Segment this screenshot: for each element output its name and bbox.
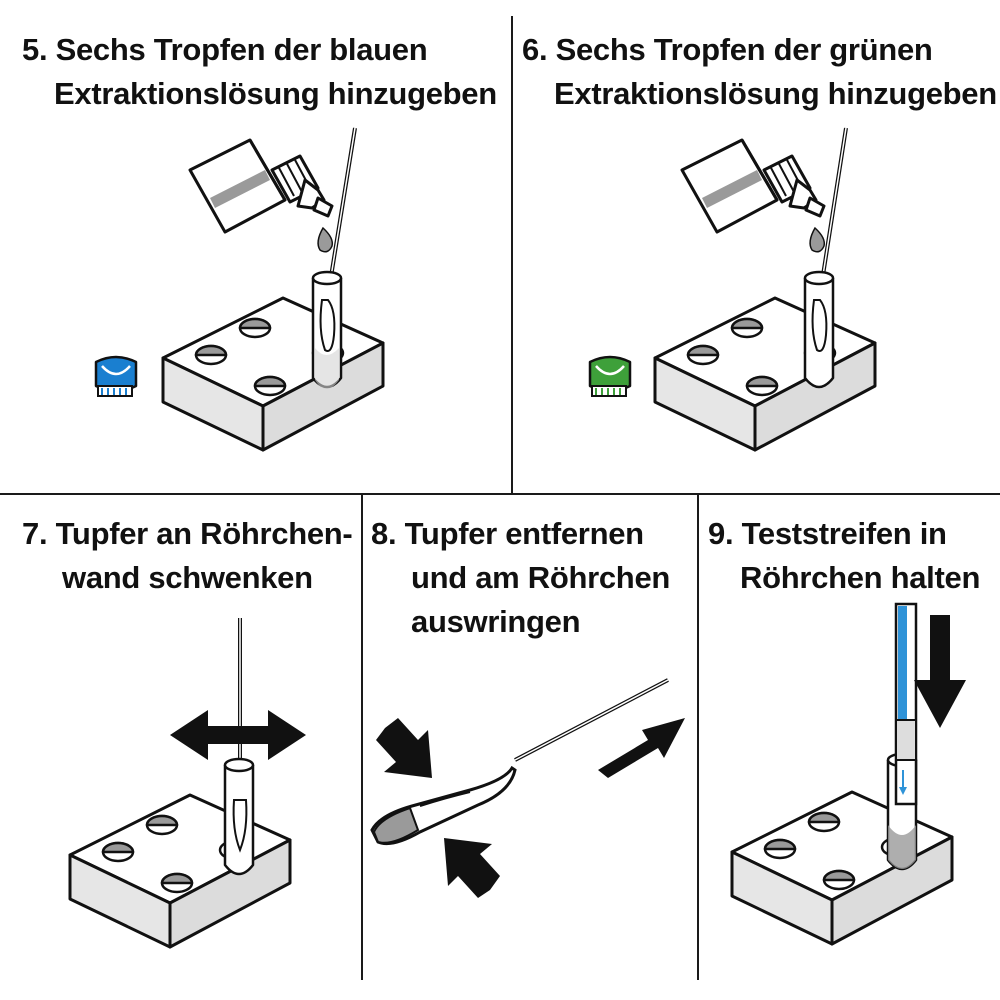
- step-5-number: 5.: [22, 32, 48, 67]
- step-5-cap: [94, 355, 138, 397]
- squeeze-arrow-bottom-icon: [444, 838, 500, 898]
- divider-horizontal: [0, 493, 1000, 495]
- step-5-line-1-text: Sechs Tropfen der blauen: [55, 32, 428, 67]
- step-8-title: 8. Tupfer entfernen und am Röhrchen ausw…: [371, 512, 670, 644]
- step-7-line-1-text: Tupfer an Röhrchen-: [55, 516, 353, 551]
- step-6-scene: [588, 127, 877, 452]
- step-8-line-1-text: Tupfer entfernen: [404, 516, 645, 551]
- step-5-title: 5. Sechs Tropfen der blauen Extraktionsl…: [22, 28, 497, 116]
- step-6-line-1-text: Sechs Tropfen der grünen: [555, 32, 933, 67]
- divider-vertical-right: [697, 495, 699, 980]
- step-7-title: 7. Tupfer an Röhrchen- wand schwenken: [22, 512, 353, 600]
- squeeze-arrow-top-icon: [376, 718, 432, 778]
- step-9-number: 9.: [708, 516, 734, 551]
- step-9-title: 9. Teststreifen in Röhrchen halten: [708, 512, 980, 600]
- step-8-title-line-1: 8. Tupfer entfernen: [371, 512, 670, 556]
- step-5-title-line-2: Extraktionslösung hinzugeben: [54, 76, 497, 111]
- step-9-scene: [730, 602, 966, 946]
- step-5-scene: [94, 127, 385, 452]
- step-9-title-line-1: 9. Teststreifen in: [708, 512, 980, 556]
- step-6-number: 6.: [522, 32, 548, 67]
- step-7-number: 7.: [22, 516, 48, 551]
- divider-vertical-left: [361, 495, 363, 980]
- step-6-title-line-2: Extraktionslösung hinzugeben: [554, 76, 997, 111]
- step-6-cap: [588, 355, 632, 397]
- step-6-drop: [809, 226, 826, 253]
- step-8-number: 8.: [371, 516, 397, 551]
- step-7-scene: [68, 618, 306, 949]
- step-7-title-line-2: wand schwenken: [62, 560, 313, 595]
- step-5-drop: [317, 226, 334, 253]
- step-8-title-line-2: und am Röhrchen: [411, 560, 671, 595]
- step-6-title: 6. Sechs Tropfen der grünen Extraktionsl…: [522, 28, 997, 116]
- step-5-title-line-1: 5. Sechs Tropfen der blauen: [22, 28, 497, 72]
- pull-arrow-icon: [598, 718, 685, 778]
- step-6-title-line-1: 6. Sechs Tropfen der grünen: [522, 28, 997, 72]
- divider-vertical-top: [511, 16, 513, 494]
- step-9-line-1-text: Teststreifen in: [741, 516, 947, 551]
- step-8-title-line-3: auswringen: [411, 604, 581, 639]
- double-arrow-icon: [170, 710, 306, 760]
- test-strip: [894, 602, 918, 806]
- step-8-scene: [370, 678, 685, 898]
- down-arrow-icon: [914, 615, 966, 728]
- step-7-title-line-1: 7. Tupfer an Röhrchen-: [22, 512, 353, 556]
- step-9-title-line-2: Röhrchen halten: [740, 560, 981, 595]
